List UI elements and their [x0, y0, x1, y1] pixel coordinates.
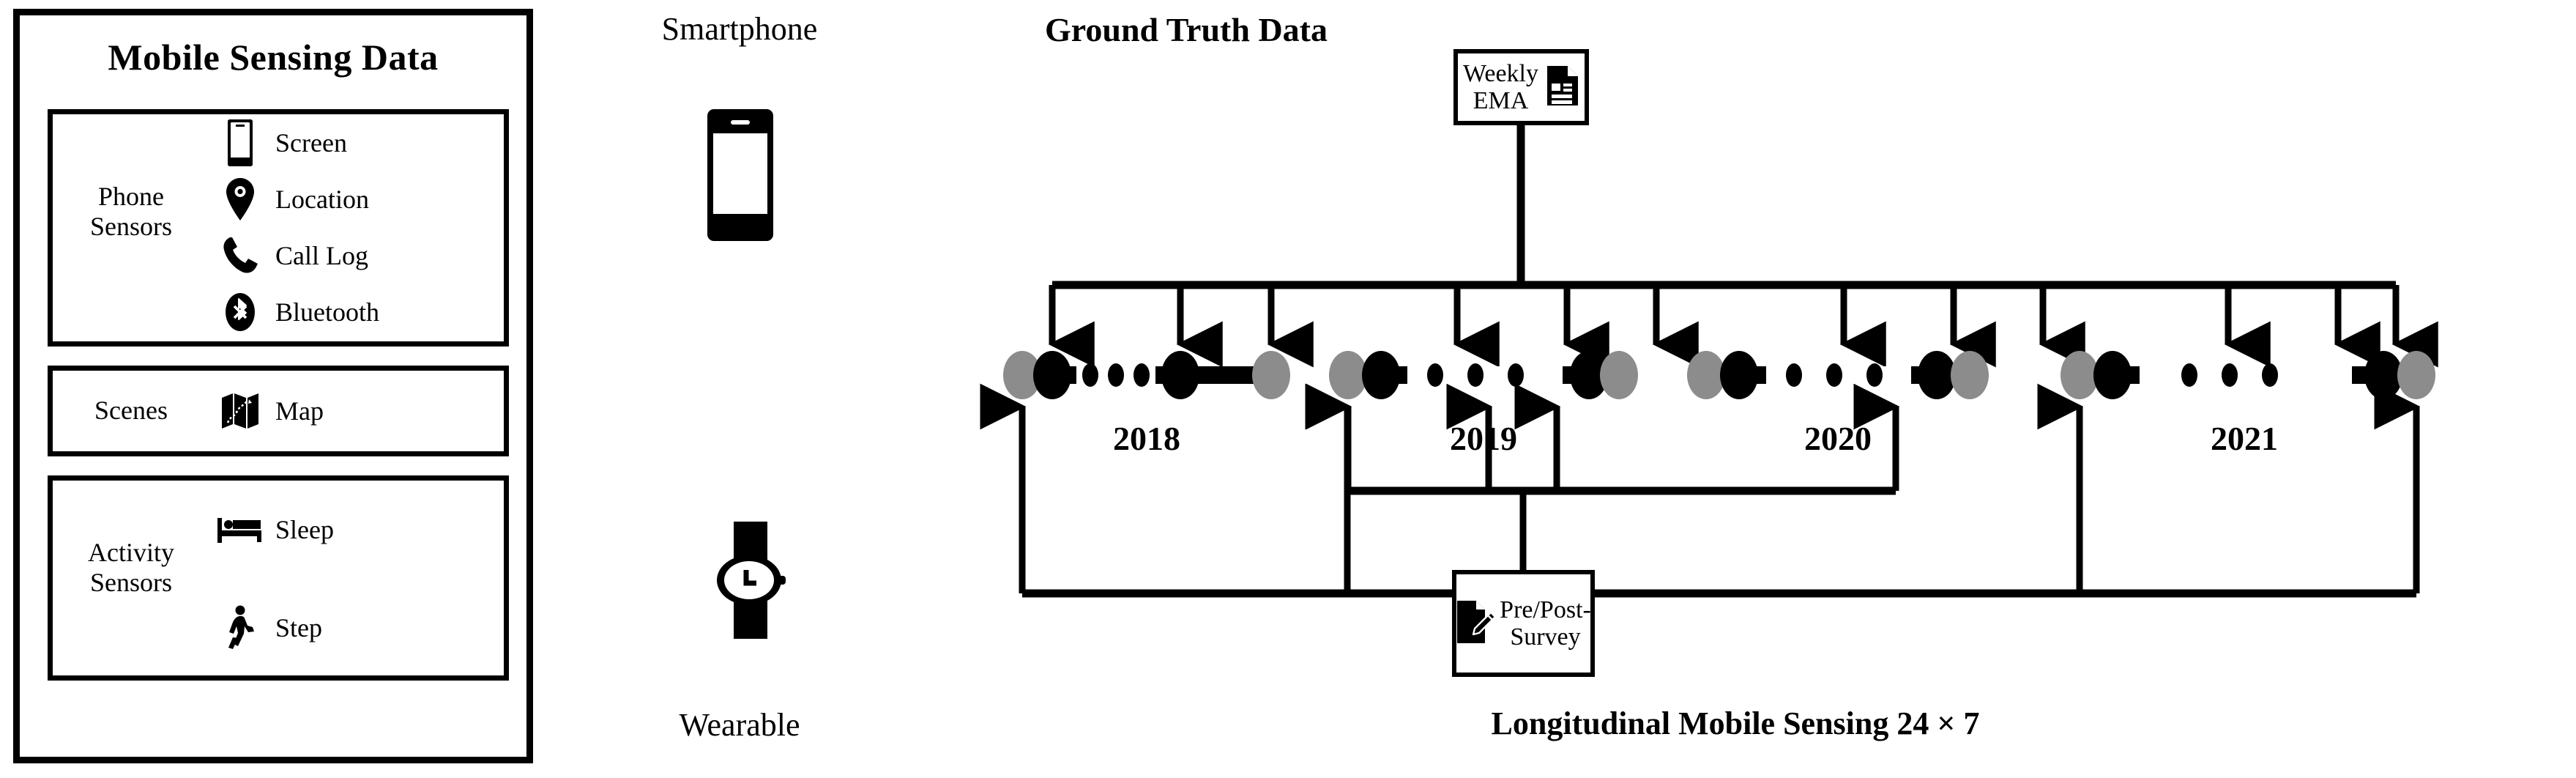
- group-label-phone-sensors: Phone Sensors: [89, 182, 172, 242]
- list-item-label: Screen: [275, 127, 347, 158]
- weekly-ema-label: Weekly EMA: [1463, 59, 1538, 114]
- group-activity-sensors: Activity Sensors Sleep Step: [48, 475, 509, 681]
- bluetooth-icon: [205, 292, 275, 333]
- year-label-2019: 2019: [1450, 420, 1517, 457]
- list-item: Call Log: [205, 227, 499, 284]
- map-icon: [205, 392, 275, 430]
- year-label-2020: 2020: [1804, 420, 1872, 457]
- list-item: Location: [205, 171, 499, 227]
- year-label-2021: 2021: [2211, 420, 2278, 457]
- smartphone-icon: [205, 119, 275, 166]
- walking-person-icon: [205, 605, 275, 651]
- wearable-label: Wearable: [679, 707, 800, 743]
- group-label-scenes: Scenes: [94, 396, 168, 425]
- list-item-label: Location: [275, 184, 369, 214]
- device-column: Smartphone Wearable: [564, 0, 915, 778]
- smartphone-label: Smartphone: [661, 11, 818, 47]
- bottom-caption: Longitudinal Mobile Sensing 24 × 7: [1491, 705, 1980, 741]
- list-item: Map: [205, 371, 499, 451]
- page-title: Mobile Sensing Data: [108, 37, 439, 78]
- group-scenes: Scenes Map: [48, 366, 509, 456]
- list-item: Bluetooth: [205, 284, 499, 340]
- weekly-ema-box[interactable]: Weekly EMA: [1453, 49, 1589, 125]
- pre-post-survey-box[interactable]: Pre/Post- Survey: [1452, 570, 1595, 677]
- location-pin-icon: [205, 177, 275, 221]
- ground-truth-title: Ground Truth Data: [1045, 11, 1328, 48]
- list-item-label: Call Log: [275, 240, 368, 270]
- document-pencil-icon: [1456, 599, 1497, 648]
- list-item-label: Map: [275, 396, 324, 426]
- group-phone-sensors: Phone Sensors Screen Location Call Log: [48, 109, 509, 347]
- group-label-activity-sensors: Activity Sensors: [88, 538, 174, 598]
- list-item: Sleep: [205, 481, 499, 579]
- smartwatch-icon: [714, 520, 787, 644]
- mobile-sensing-panel: Mobile Sensing Data Phone Sensors Screen…: [13, 9, 533, 763]
- document-lines-icon: [1546, 64, 1579, 111]
- phone-handset-icon: [205, 236, 275, 275]
- bed-icon: [205, 514, 275, 546]
- list-item-label: Sleep: [275, 515, 334, 544]
- smartphone-device-icon: [707, 108, 774, 245]
- list-item: Screen: [205, 114, 499, 171]
- year-label-2018: 2018: [1113, 420, 1180, 457]
- list-item-label: Step: [275, 613, 323, 642]
- list-item-label: Bluetooth: [275, 297, 379, 327]
- list-item: Step: [205, 579, 499, 677]
- pre-post-survey-label: Pre/Post- Survey: [1500, 596, 1591, 651]
